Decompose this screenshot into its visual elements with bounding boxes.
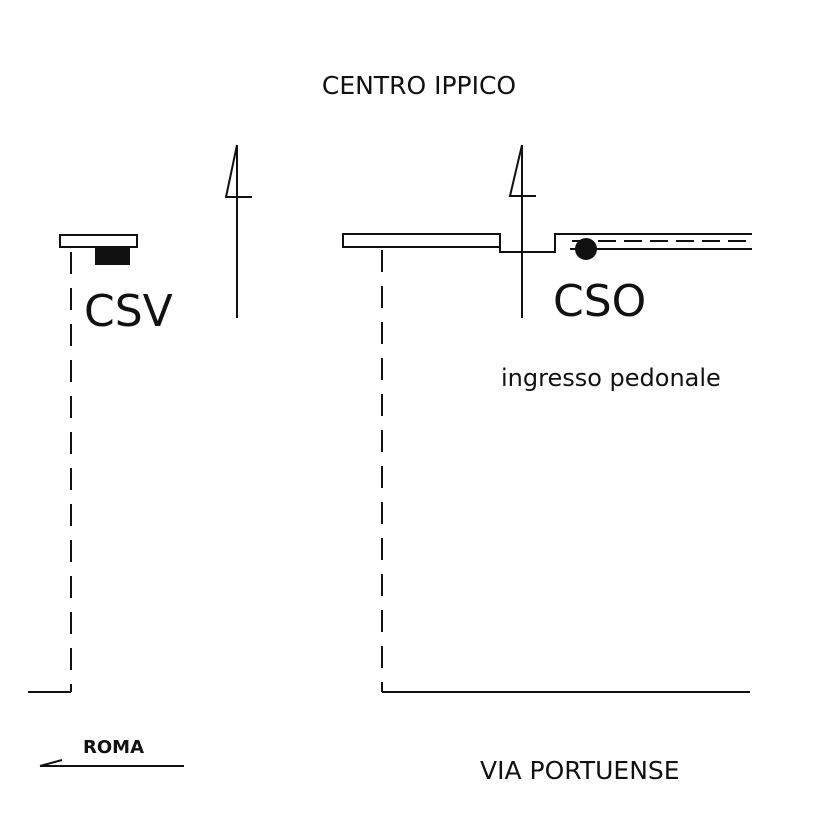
label-via-portuense: VIA PORTUENSE [480,756,680,785]
right-gate [342,233,752,253]
label-roma: ROMA [83,737,144,758]
label-ingresso-pedonale: ingresso pedonale [501,364,721,392]
cso-marker [575,238,597,260]
csv-box [95,248,130,265]
left-boundary [28,252,72,693]
north-arrow-right [508,144,536,318]
left-gate-canopy [59,234,138,248]
left-gate [59,234,138,265]
north-arrow-left [224,144,252,318]
right-boundary [381,250,750,693]
label-csv: CSV [84,286,173,337]
roma-arrow [39,759,184,767]
gate-opening [499,233,570,253]
right-gate-canopy [342,233,501,248]
label-cso: CSO [553,276,646,327]
title-centro-ippico: CENTRO IPPICO [322,71,516,100]
